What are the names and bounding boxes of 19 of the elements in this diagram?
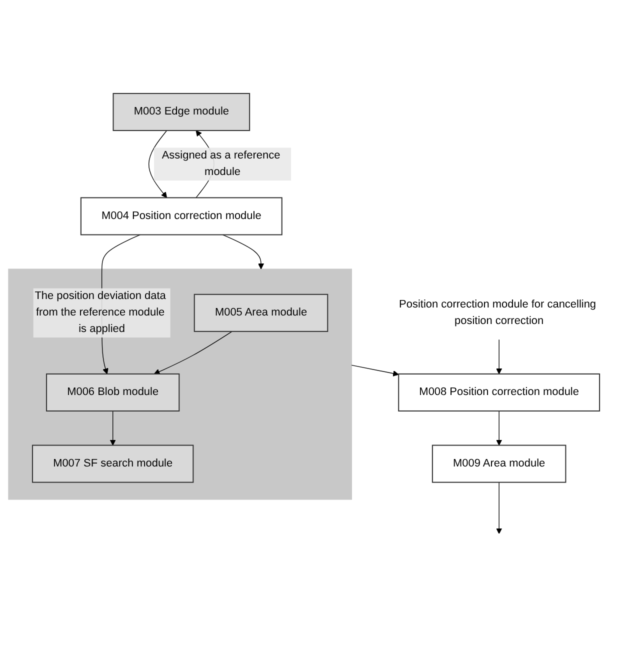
node-box: M005 Area module — [194, 294, 328, 332]
arrow — [222, 234, 264, 269]
edge-label: The position deviation data from the reference module is applied — [34, 290, 166, 334]
edge-label: Assigned as a reference module — [162, 149, 280, 178]
arrow — [351, 364, 399, 376]
arrow — [148, 130, 168, 198]
node-box: M009 Area module — [432, 444, 566, 482]
node-box: M007 SF search module — [32, 444, 194, 482]
node-text: Position correction module for cancelling position correction — [399, 298, 596, 326]
arrow — [496, 338, 502, 374]
arrow — [496, 410, 502, 446]
arrow — [154, 330, 232, 374]
node-box: M004 Position correction module — [80, 196, 282, 235]
arrow — [110, 410, 116, 446]
node-box: M008 Position correction module — [398, 373, 600, 412]
node-box: M006 Blob module — [46, 373, 180, 412]
arrow — [496, 482, 502, 534]
node-box: M003 Edge module — [112, 92, 250, 131]
cluster — [8, 268, 352, 500]
